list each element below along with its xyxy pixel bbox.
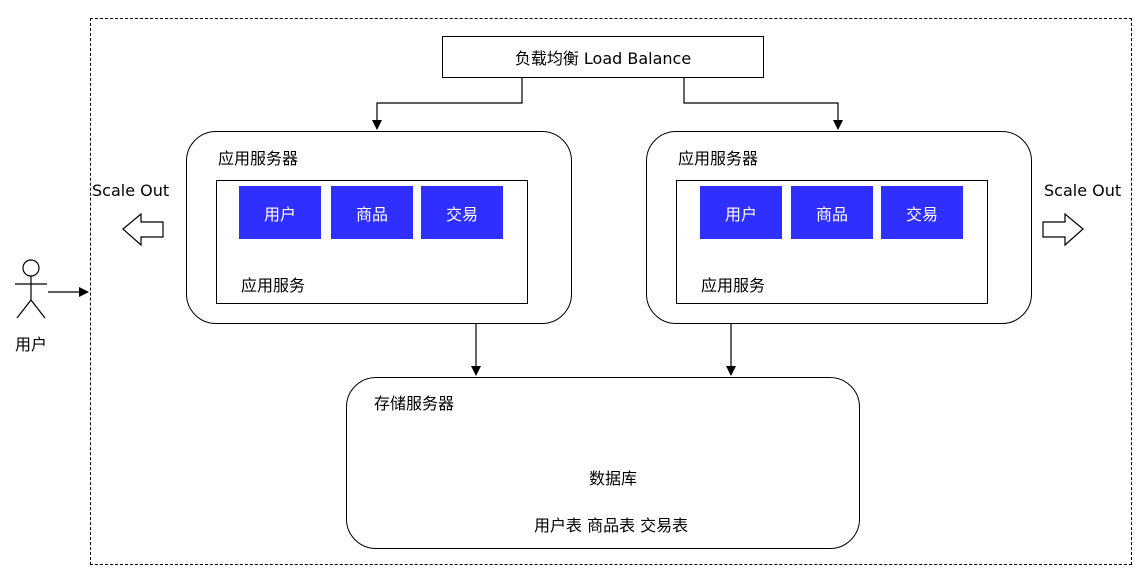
module-user-left: 用户 — [239, 186, 321, 239]
scale-out-left-label: Scale Out — [92, 181, 170, 200]
tables-label: 用户表 商品表 交易表 — [534, 516, 689, 535]
load-balancer-label: 负载均衡 Load Balance — [514, 49, 692, 68]
app-server-right-title: 应用服务器 — [678, 149, 759, 168]
load-balancer-box: 负载均衡 Load Balance — [442, 36, 764, 78]
app-service-right-label: 应用服务 — [701, 276, 766, 295]
scale-out-right-label: Scale Out — [1044, 181, 1122, 200]
module-trade-right-label: 交易 — [905, 204, 938, 224]
module-user-right: 用户 — [700, 186, 782, 239]
module-trade-left: 交易 — [421, 186, 503, 239]
user-actor-icon — [15, 259, 47, 319]
module-user-left-label: 用户 — [263, 204, 296, 224]
lb-to-left-server-arrow — [372, 78, 523, 130]
right-hollow-arrow-icon — [1042, 212, 1084, 247]
module-product-left-label: 商品 — [355, 204, 388, 224]
left-hollow-arrow-icon — [122, 212, 164, 247]
lb-to-right-server-arrow — [683, 78, 843, 130]
database-label: 数据库 — [589, 469, 638, 488]
system-boundary — [90, 18, 1132, 565]
storage-server — [346, 377, 860, 549]
module-product-left: 商品 — [331, 186, 413, 239]
app-service-left-label: 应用服务 — [241, 276, 306, 295]
module-product-right: 商品 — [791, 186, 873, 239]
storage-server-title: 存储服务器 — [374, 394, 455, 413]
module-trade-right: 交易 — [881, 186, 963, 239]
actor-label: 用户 — [15, 335, 48, 354]
module-user-right-label: 用户 — [724, 204, 757, 224]
module-product-right-label: 商品 — [815, 204, 848, 224]
app-server-left-title: 应用服务器 — [218, 149, 299, 168]
module-trade-left-label: 交易 — [445, 204, 478, 224]
